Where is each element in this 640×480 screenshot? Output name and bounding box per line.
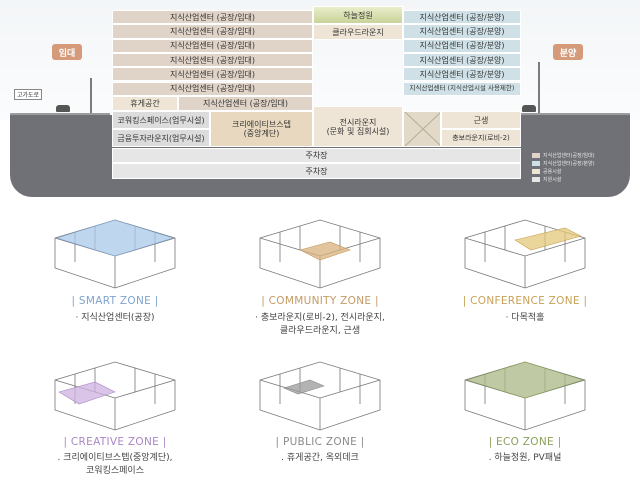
sale-badge: 분양 (553, 44, 583, 60)
void-space (403, 111, 441, 147)
zone-highlight (514, 227, 582, 251)
cloud-lounge: 클라우드라운지 (313, 24, 403, 40)
zone-isometric-drawing (54, 361, 176, 431)
zone-highlight (58, 381, 116, 405)
sale-floor: 지식산업센터 (공장/분양) (403, 52, 521, 68)
road-left (10, 113, 110, 115)
zone-description: . 하늘정원, PV패널 (488, 453, 562, 463)
legend-swatch (532, 153, 540, 158)
lease-floor: 지식산업센터 (공장/임대) (112, 67, 313, 82)
car-icon (56, 105, 70, 112)
zone-isometric-drawing (464, 361, 586, 431)
building-outline (279, 232, 361, 262)
sale-floor: 지식산업센터 (지식산업시설 사용제한) (403, 81, 521, 96)
zone-title: | ECO ZONE | (488, 436, 562, 448)
legend-item: 지식산업센터(공장/임대) (532, 152, 595, 159)
legend-label: 지식산업센터(공장/임대) (543, 153, 595, 159)
zone-isometric-drawing (464, 219, 586, 289)
left-lower-floor: 지식산업센터 (공장/임대) (178, 96, 313, 111)
parking-level-2: 주차장 (112, 163, 521, 179)
sale-floor: 지식산업센터 (공장/분양) (403, 10, 521, 25)
legend-item: 지원시설 (532, 176, 561, 183)
zone-title: | CREATIVE ZONE | (63, 436, 167, 448)
building-outline (259, 219, 381, 289)
street-pole (538, 62, 540, 115)
lobby: 충보라운지(로비-2) (441, 129, 521, 147)
sale-floor: 지식산업센터 (공장/분양) (403, 24, 521, 39)
zone-description: · 충보라운지(로비-2), 전시라운지, (255, 313, 385, 323)
zone-description: · 지식산업센터(공장) (75, 313, 155, 323)
rest-area: 휴게공간 (112, 96, 178, 111)
zone-highlight (465, 361, 585, 399)
zone-isometric-drawing (259, 361, 381, 431)
legend-label: 공용시설 (543, 169, 562, 175)
lease-floor: 지식산업센터 (공장/임대) (112, 10, 313, 25)
zone-description: · 다목적홀 (505, 313, 545, 323)
zone-title: | COMMUNITY ZONE | (261, 295, 379, 307)
zone-description: 클라우드라운지, 근생 (279, 326, 361, 336)
zone-description: 코워킹스페이스 (86, 466, 144, 476)
coworking-space: 코워킹스페이스(업무시설) (112, 111, 210, 129)
zone-description: . 휴게공간, 옥외데크 (281, 453, 359, 463)
building-outline (279, 374, 361, 404)
building-outline (259, 361, 381, 431)
legend-label: 지식산업센터(공장/분양) (543, 161, 595, 167)
building-outline (259, 379, 381, 399)
finance-lounge: 금융투자라운지(업무시설) (112, 129, 210, 147)
zone-isometric-drawing (54, 219, 176, 289)
lease-floor: 지식산업센터 (공장/임대) (112, 52, 313, 68)
building-outline (54, 361, 176, 431)
legend-item: 공용시설 (532, 168, 561, 175)
zone-description: . 크리에이티브스텝(중앙계단), (57, 453, 173, 463)
lease-badge: 임대 (52, 44, 82, 60)
zone-title: | CONFERENCE ZONE | (462, 295, 588, 307)
zone-highlight (55, 219, 175, 257)
sale-floor: 지식산업센터 (공장/분양) (403, 38, 521, 53)
road-right (515, 113, 630, 115)
building-outline (464, 219, 586, 289)
parking-level-1: 주차장 (112, 148, 521, 163)
exhibit-lounge: 전시라운지 (문화 및 집회시설) (313, 106, 403, 147)
zone-highlight (299, 241, 351, 261)
legend-swatch (532, 161, 540, 166)
lease-floor: 지식산업센터 (공장/임대) (112, 38, 313, 53)
retail: 근생 (441, 111, 521, 129)
legend-swatch (532, 177, 540, 182)
zone-title: | SMART ZONE | (71, 295, 159, 307)
car-icon (522, 105, 536, 112)
void-cross-icon (404, 112, 440, 146)
zone-isometric-drawing (259, 219, 381, 289)
legend-item: 지식산업센터(공장/분양) (532, 160, 595, 167)
zone-highlight (283, 379, 325, 395)
sale-floor: 지식산업센터 (공장/분양) (403, 67, 521, 82)
lease-floor: 지식산업센터 (공장/임대) (112, 81, 313, 96)
zone-title: | PUBLIC ZONE | (275, 436, 365, 448)
overpass-sign: 고가도로 (14, 89, 43, 100)
building-section-diagram: 고가도로 임대 분양 하늘정원 클라우드라운지 지식산업센터 (공장/임대)지식… (0, 0, 640, 200)
creative-steps: 크리에이티브스텝 (중앙계단) (210, 111, 313, 147)
street-pole (90, 78, 92, 115)
lease-floor: 지식산업센터 (공장/임대) (112, 24, 313, 39)
legend-swatch (532, 169, 540, 174)
rooftop-garden: 하늘정원 (313, 6, 403, 24)
legend-label: 지원시설 (543, 177, 562, 183)
